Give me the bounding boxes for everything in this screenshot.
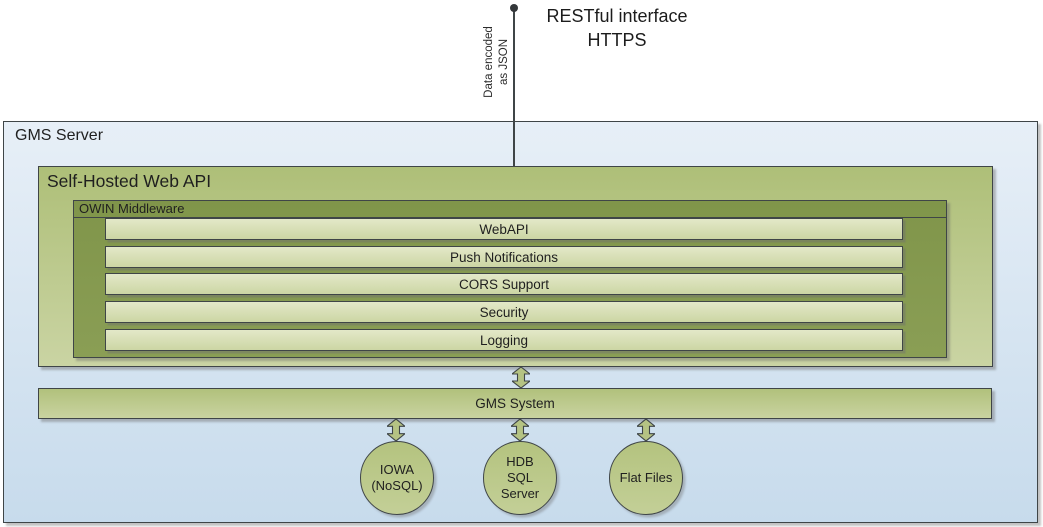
datastore-circle-iowa: IOWA (NoSQL) [360,441,434,515]
datastore-circle-flat-files: Flat Files [609,441,683,515]
owin-middleware-label: OWIN Middleware [74,201,946,218]
owin-bar-cors-support: CORS Support [105,273,903,295]
datastore-circle-hdb-sql-server: HDB SQL Server [483,441,557,515]
web-api-label: Self-Hosted Web API [47,171,212,191]
owin-bar-webapi: WebAPI [105,218,903,240]
connector-endpoint-dot [510,4,518,12]
connector-line [513,10,515,167]
owin-bar-push-notifications: Push Notifications [105,246,903,268]
restful-interface-label: RESTful interface HTTPS [546,6,688,51]
owin-bar-security: Security [105,301,903,323]
gms-system-bar: GMS System [38,388,992,419]
gms-server-label: GMS Server [15,127,104,144]
double-arrow-icon [637,419,655,441]
double-arrow-icon [511,419,529,441]
data-encoded-label: Data encoded as JSON [483,26,510,98]
double-arrow-icon [512,367,530,388]
gms-system-label: GMS System [475,396,555,411]
double-arrow-icon [387,419,405,441]
owin-bar-logging: Logging [105,329,903,351]
